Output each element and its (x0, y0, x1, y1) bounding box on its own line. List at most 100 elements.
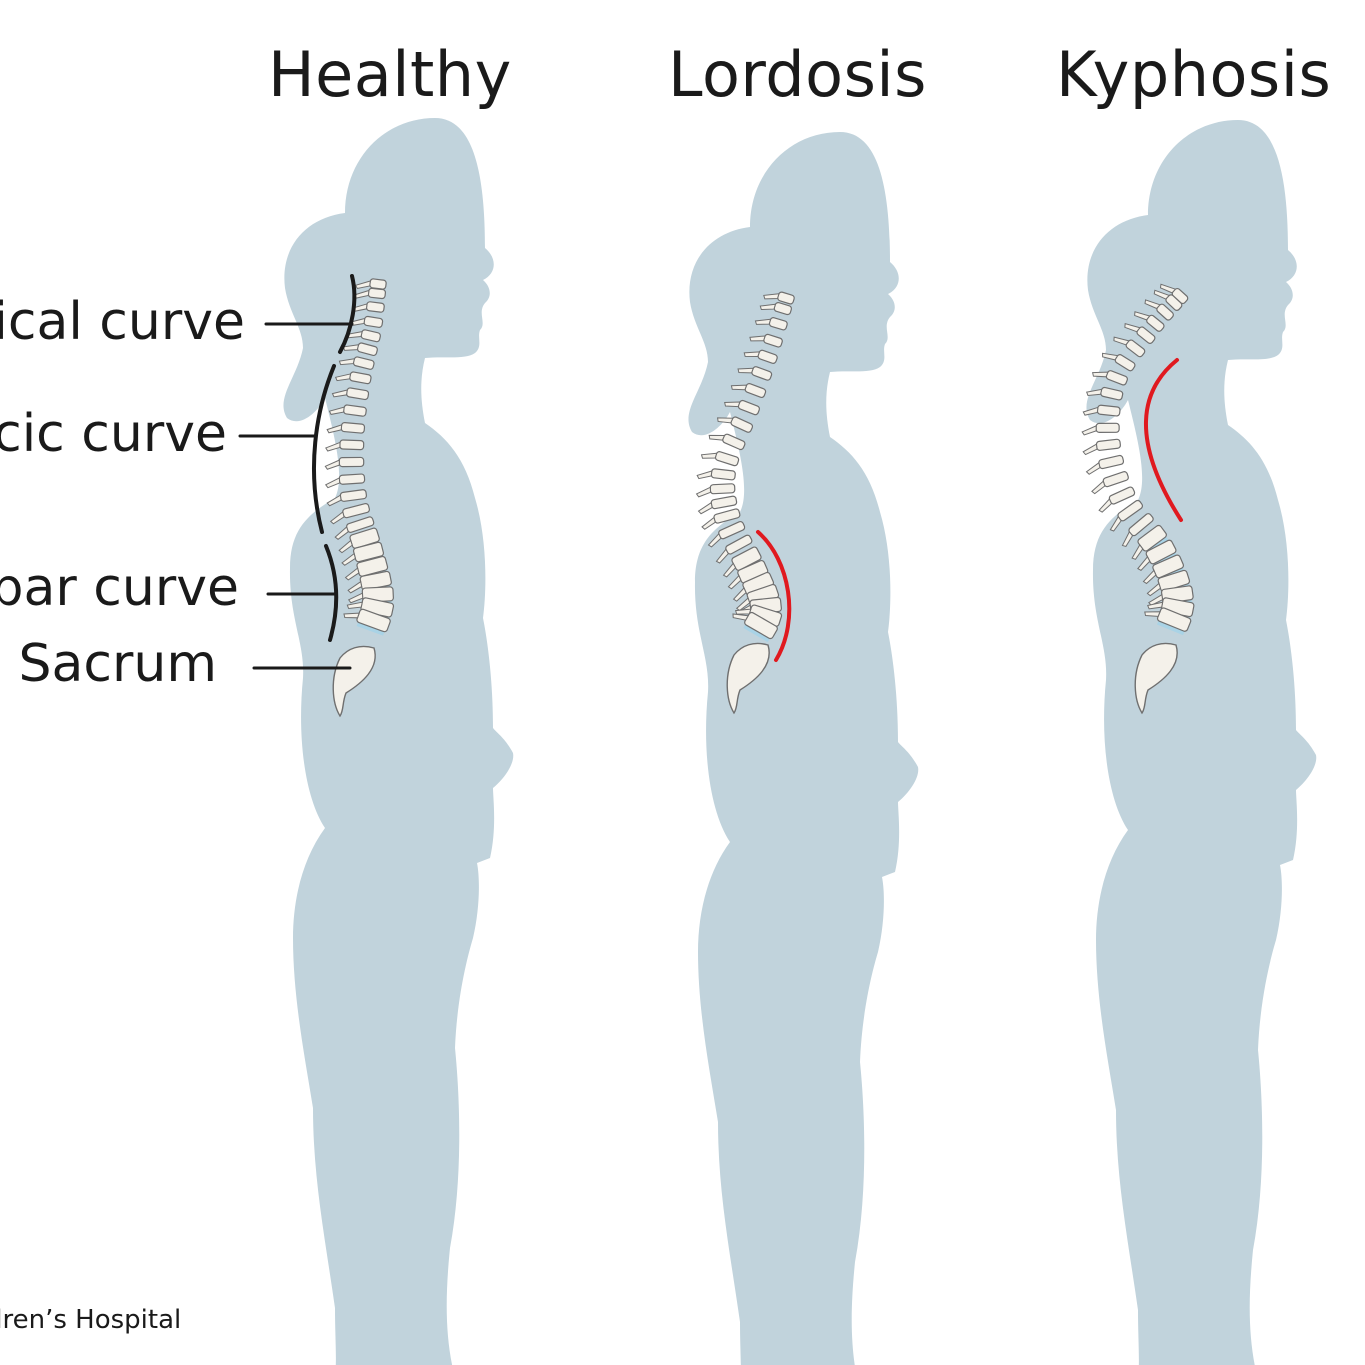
spinous-process (328, 406, 345, 415)
vertebra (1095, 438, 1121, 451)
spinous-process (341, 552, 356, 566)
spinous-process (344, 567, 360, 581)
vertebra (340, 422, 366, 434)
spinous-process (1134, 311, 1151, 321)
spinous-process (707, 532, 722, 548)
spinous-process (1086, 388, 1103, 397)
label-lumbar-curve: bar curve (0, 558, 239, 618)
spinous-process (338, 358, 356, 366)
thoracic-bracket (311, 364, 336, 534)
spinous-process (700, 452, 718, 459)
vertebra (709, 483, 736, 495)
vertebra (1095, 422, 1120, 433)
silhouette-kyphosis (1086, 120, 1317, 1365)
spinous-process (1144, 299, 1161, 310)
spinous-process (696, 470, 713, 480)
label-sacrum: Sacrum (18, 634, 217, 694)
spine-healthy (324, 278, 395, 718)
label-thoracic-curve: cic curve (0, 404, 227, 464)
spinous-process (1121, 530, 1134, 548)
spinous-process (1142, 569, 1157, 585)
spinous-process (727, 574, 742, 590)
sacrum-bone (726, 642, 770, 715)
spinous-process (1082, 406, 1099, 416)
spinous-process (334, 526, 349, 540)
spinous-process (730, 384, 748, 391)
spinous-process (724, 401, 741, 408)
spinous-process (1092, 371, 1109, 378)
spinous-process (1113, 336, 1130, 346)
sacrum-bone (1134, 642, 1178, 715)
sacrum-bone (332, 645, 376, 718)
spinous-process (737, 367, 754, 374)
spine-kyphosis (1081, 283, 1195, 715)
vertebra (1098, 454, 1125, 470)
spinous-process (1147, 601, 1164, 610)
kyphosis-curve-indicator (1144, 358, 1183, 522)
credit-text: dren’s Hospital (0, 1305, 182, 1335)
spinous-process (347, 592, 364, 604)
lordosis-curve-indicator (756, 530, 792, 662)
vertebra (339, 439, 365, 451)
silhouette-healthy (283, 118, 514, 1365)
title-lordosis: Lordosis (668, 38, 927, 111)
spinous-process (1159, 283, 1177, 294)
spinous-process (324, 477, 341, 489)
intervertebral-disc (1156, 620, 1185, 636)
spinous-process (697, 501, 713, 515)
cervical-bracket (338, 274, 357, 354)
spinous-process (1109, 515, 1122, 532)
spinous-process (338, 539, 353, 554)
silhouette-lordosis (688, 132, 919, 1365)
vertebra (1102, 471, 1129, 488)
spinous-process (732, 613, 749, 621)
spinous-process (354, 280, 371, 290)
vertebra (1108, 486, 1136, 505)
spine-lordosis (695, 291, 795, 715)
spinous-process (1081, 425, 1097, 436)
vertebra (338, 456, 365, 468)
spinous-process (324, 459, 340, 470)
spinous-process (1146, 582, 1162, 597)
intervertebral-disc (356, 622, 385, 636)
title-kyphosis: Kyphosis (1056, 38, 1332, 111)
label-cervical-curve: ical curve (0, 292, 245, 352)
spinous-process (1131, 544, 1144, 560)
spinous-process (331, 389, 348, 398)
spinous-process (722, 562, 737, 578)
spinous-process (347, 580, 363, 594)
spinous-process (326, 494, 342, 507)
spinous-process (759, 303, 777, 311)
spinous-process (1144, 611, 1161, 617)
vertebra (338, 473, 366, 485)
spinous-process (325, 441, 341, 452)
spinous-process (346, 601, 363, 610)
spinous-process (763, 293, 780, 300)
spinous-process (1153, 289, 1171, 300)
spinous-process (342, 344, 360, 351)
vertebra (1096, 404, 1121, 417)
spinous-process (1102, 352, 1119, 361)
spinous-process (732, 587, 747, 602)
spinous-process (334, 373, 352, 382)
vertebra (714, 451, 740, 467)
spinous-process (343, 612, 360, 619)
spinous-process (1085, 461, 1101, 475)
spinous-process (701, 516, 716, 530)
spinous-process (715, 548, 729, 564)
spinous-process (1137, 555, 1151, 571)
spinous-process (716, 417, 734, 424)
vertebra (365, 301, 385, 313)
healthy-curve-markers (238, 274, 357, 670)
vertebra (367, 287, 387, 300)
intervertebral-disc (743, 624, 770, 643)
spinous-process (1098, 498, 1113, 513)
spinous-process (1082, 443, 1098, 456)
spinous-process (1124, 323, 1141, 333)
vertebra (710, 468, 736, 481)
spinous-process (695, 486, 712, 498)
spinous-process (743, 351, 761, 358)
title-healthy: Healthy (268, 38, 512, 111)
spinous-process (708, 434, 726, 441)
